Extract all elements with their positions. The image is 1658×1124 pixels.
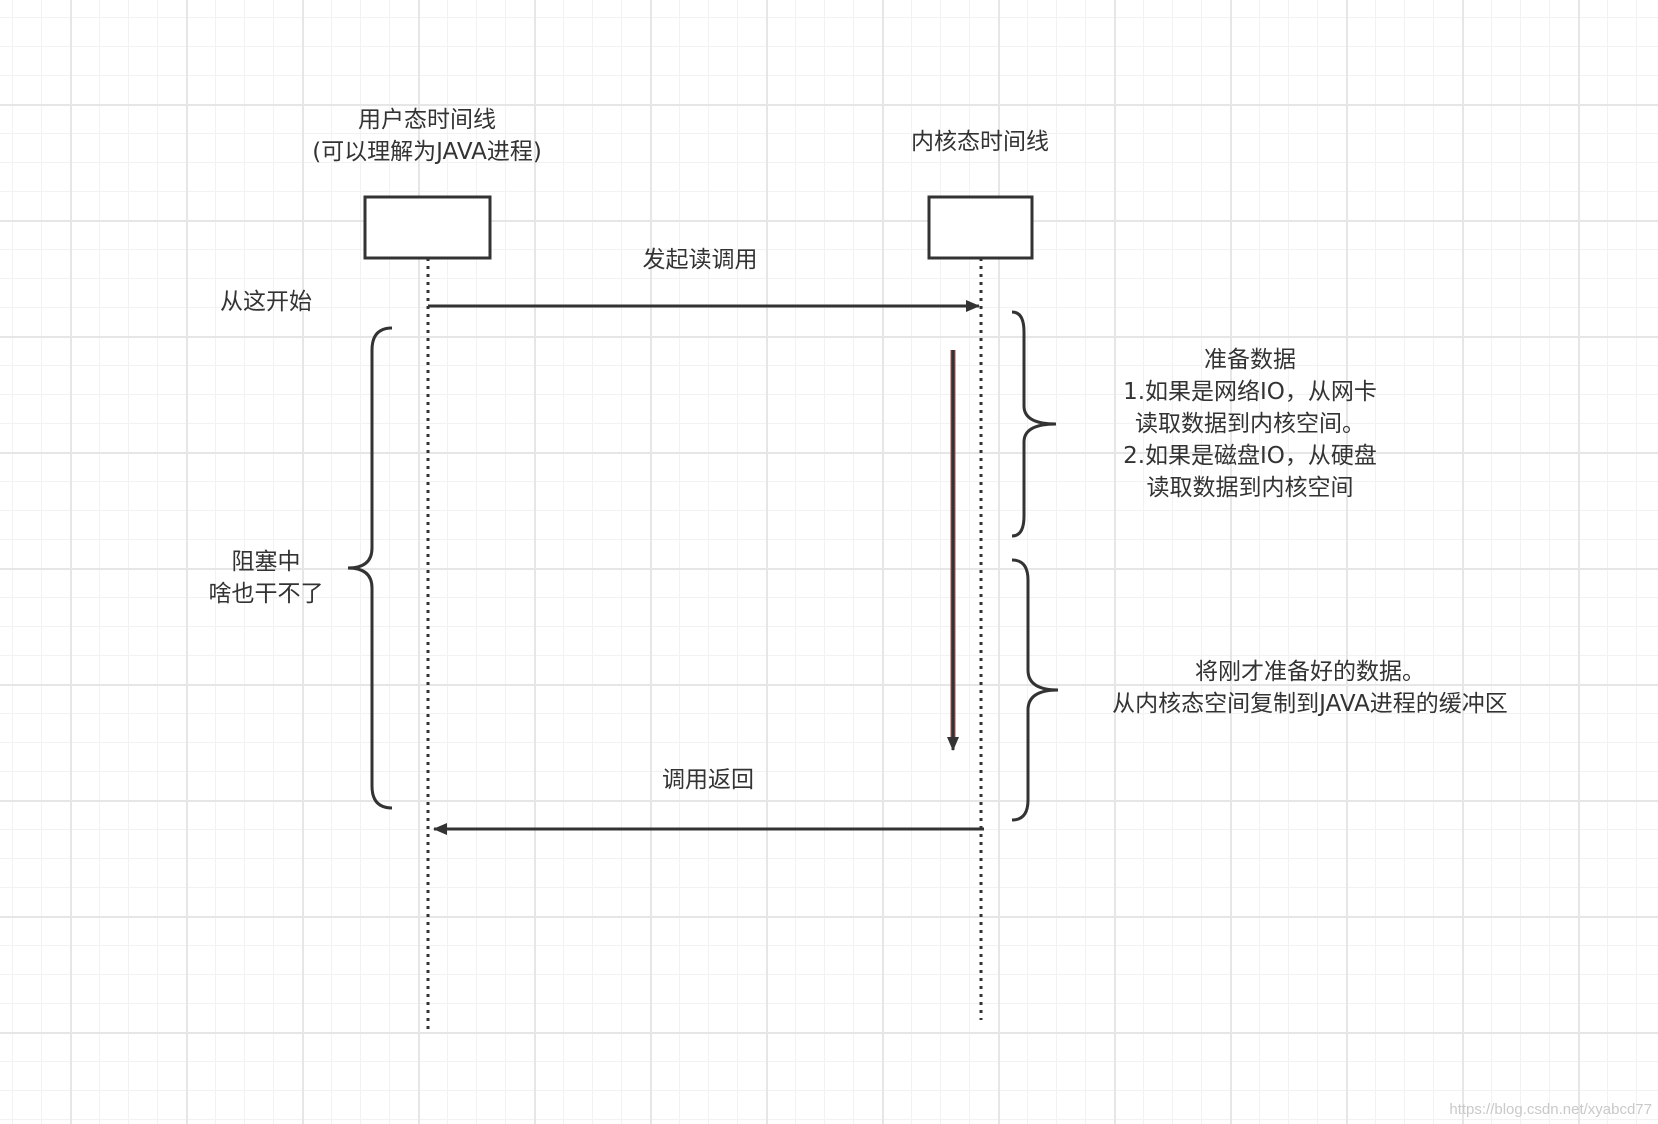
copy-data-line2: 从内核态空间复制到JAVA进程的缓冲区 [1112, 691, 1508, 717]
start-label: 从这开始 [220, 289, 312, 315]
user-lifeline-box[interactable] [363, 195, 492, 260]
prepare-data-line2: 1.如果是网络IO，从网卡 [1123, 379, 1377, 405]
blocking-label-line1: 阻塞中 [231, 549, 301, 575]
copy-data-brace [1011, 558, 1059, 822]
blocking-label: 阻塞中 啥也干不了 [176, 546, 356, 610]
watermark: https://blog.csdn.net/xyabcd77 [1449, 1101, 1652, 1118]
prepare-data-label: 准备数据 1.如果是网络IO，从网卡 读取数据到内核空间。 2.如果是磁盘IO，… [1080, 344, 1420, 504]
prepare-data-line5: 读取数据到内核空间 [1146, 475, 1354, 501]
user-lifeline-title-line2: (可以理解为JAVA进程) [312, 139, 542, 165]
kernel-lifeline-box[interactable] [927, 195, 1034, 260]
prepare-data-line4: 2.如果是磁盘IO，从硬盘 [1123, 443, 1377, 469]
prepare-data-line1: 准备数据 [1204, 347, 1296, 373]
blocking-label-line2: 啥也干不了 [208, 581, 324, 607]
user-lifeline-title-line1: 用户态时间线 [358, 107, 496, 133]
user-lifeline-title: 用户态时间线 (可以理解为JAVA进程) [262, 104, 592, 168]
blocking-brace [347, 326, 393, 810]
kernel-lifeline-title: 内核态时间线 [911, 129, 1049, 155]
prepare-data-brace [1011, 310, 1057, 538]
copy-data-label: 将刚才准备好的数据。 从内核态空间复制到JAVA进程的缓冲区 [1070, 656, 1550, 720]
copy-data-line1: 将刚才准备好的数据。 [1195, 659, 1425, 685]
call-message-label: 发起读调用 [642, 247, 758, 273]
prepare-data-line3: 读取数据到内核空间。 [1135, 411, 1365, 437]
return-message-label: 调用返回 [662, 767, 754, 793]
